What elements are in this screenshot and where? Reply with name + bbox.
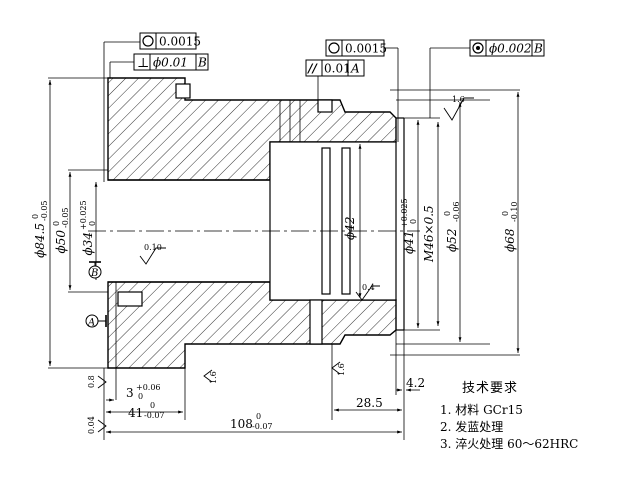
roundness-icon	[328, 42, 340, 54]
sf-0-8: 0.8	[87, 375, 96, 388]
tech-note-item: 3. 淬火处理 60～62HRC	[440, 437, 579, 451]
svg-text:+0.06: +0.06	[136, 383, 161, 392]
label-l42: 4.2	[406, 376, 425, 390]
fcf-tolerance: 0.0015	[159, 35, 201, 49]
fcf-tolerance: 0.01	[324, 62, 351, 76]
fcf-datum: A	[350, 62, 360, 76]
label-d34: ϕ34 +0.025 0	[79, 200, 97, 255]
technical-requirements: 技术要求 1. 材料 GCr15 2. 发蓝处理 3. 淬火处理 60～62HR…	[440, 377, 630, 453]
sf-1-6-top: 1.6	[452, 95, 465, 104]
svg-text:0: 0	[31, 214, 40, 219]
label-l41: 41 0 -0.07	[128, 401, 165, 420]
label-d50: ϕ50 0 -0.05	[52, 207, 70, 253]
svg-text:ϕ41: ϕ41	[402, 231, 416, 254]
datum-b-symbol: B	[88, 261, 102, 279]
tech-notes-title: 技术要求	[462, 381, 519, 396]
svg-text:+0.025: +0.025	[400, 198, 409, 228]
fcf-tolerance: ϕ0.01	[153, 56, 188, 70]
svg-text:ϕ42: ϕ42	[343, 217, 357, 240]
surface-finish-symbols	[97, 97, 474, 433]
svg-text:M46×0.5: M46×0.5	[422, 205, 436, 263]
fcf-roundness-1: 0.0015	[139, 32, 201, 50]
svg-text:B: B	[90, 268, 98, 279]
svg-text:ϕ34: ϕ34	[81, 232, 95, 255]
fcf-concentricity: ϕ0.002 B	[469, 39, 545, 57]
svg-text:-0.05: -0.05	[61, 207, 70, 228]
svg-text:0: 0	[501, 211, 510, 216]
length-dimension-lines	[103, 282, 420, 440]
sf-1-6-left: 1.6	[209, 371, 218, 384]
svg-text:0: 0	[88, 221, 97, 226]
label-d41: ϕ41 +0.025 0	[400, 198, 418, 254]
svg-text:0: 0	[409, 219, 418, 224]
label-d52: ϕ52 0 -0.06	[443, 201, 461, 252]
svg-text:3: 3	[126, 386, 134, 400]
roundness-icon	[142, 35, 154, 47]
fcf-tolerance: 0.0015	[345, 42, 387, 56]
svg-text:ϕ68: ϕ68	[503, 228, 517, 252]
fcf-datum: B	[533, 42, 543, 56]
label-d42: ϕ42	[343, 217, 357, 240]
fcf-datum: B	[197, 56, 207, 70]
svg-text:-0.10: -0.10	[510, 201, 519, 222]
svg-text:A: A	[87, 318, 95, 329]
svg-text:0: 0	[52, 221, 61, 226]
sf-0-4: 0.4	[362, 283, 375, 292]
sf-1-6-right: 1.6	[337, 363, 346, 376]
sf-0-10: 0.10	[144, 243, 162, 252]
fcf-parallelism: // 0.01 A	[305, 59, 365, 77]
svg-text:-0.07: -0.07	[252, 422, 273, 431]
svg-text:+0.025: +0.025	[79, 200, 88, 230]
label-l285: 28.5	[356, 396, 383, 410]
svg-text:-0.06: -0.06	[452, 201, 461, 222]
label-d68: ϕ68 0 -0.10	[501, 201, 519, 252]
tech-note-item: 2. 发蓝处理	[440, 420, 504, 434]
svg-text:0: 0	[138, 392, 143, 401]
svg-text:41: 41	[128, 406, 143, 420]
label-l3: 3 +0.06 0	[126, 383, 161, 401]
sf-0-04: 0.04	[87, 416, 96, 434]
svg-text:ϕ52: ϕ52	[445, 229, 459, 252]
svg-text:0: 0	[150, 401, 155, 410]
diameter-dimension-lines	[48, 77, 520, 369]
fcf-tolerance: ϕ0.002	[489, 42, 532, 56]
fcf-perpendicularity: ⊥ ϕ0.01 B	[133, 53, 209, 71]
concentricity-icon	[472, 42, 484, 54]
tech-note-item: 1. 材料 GCr15	[440, 403, 523, 417]
bore-outlines	[108, 83, 405, 345]
svg-text:108: 108	[230, 417, 253, 431]
svg-text:0: 0	[256, 412, 261, 421]
label-m46: M46×0.5	[422, 205, 436, 263]
parallelism-icon: //	[307, 62, 318, 76]
svg-text:ϕ50: ϕ50	[54, 230, 68, 254]
svg-text:ϕ84.5: ϕ84.5	[33, 223, 47, 258]
datum-a-symbol: A	[85, 314, 107, 329]
fcf-roundness-2: 0.0015	[325, 39, 387, 57]
fcf-leaders	[103, 41, 470, 182]
label-d84: ϕ84.5 0 -0.05	[31, 200, 49, 257]
label-l108: 108 0 -0.07	[230, 412, 273, 431]
perpendicularity-icon: ⊥	[137, 56, 149, 71]
svg-text:-0.07: -0.07	[144, 411, 165, 420]
svg-text:0: 0	[443, 211, 452, 216]
svg-text:-0.05: -0.05	[40, 200, 49, 221]
